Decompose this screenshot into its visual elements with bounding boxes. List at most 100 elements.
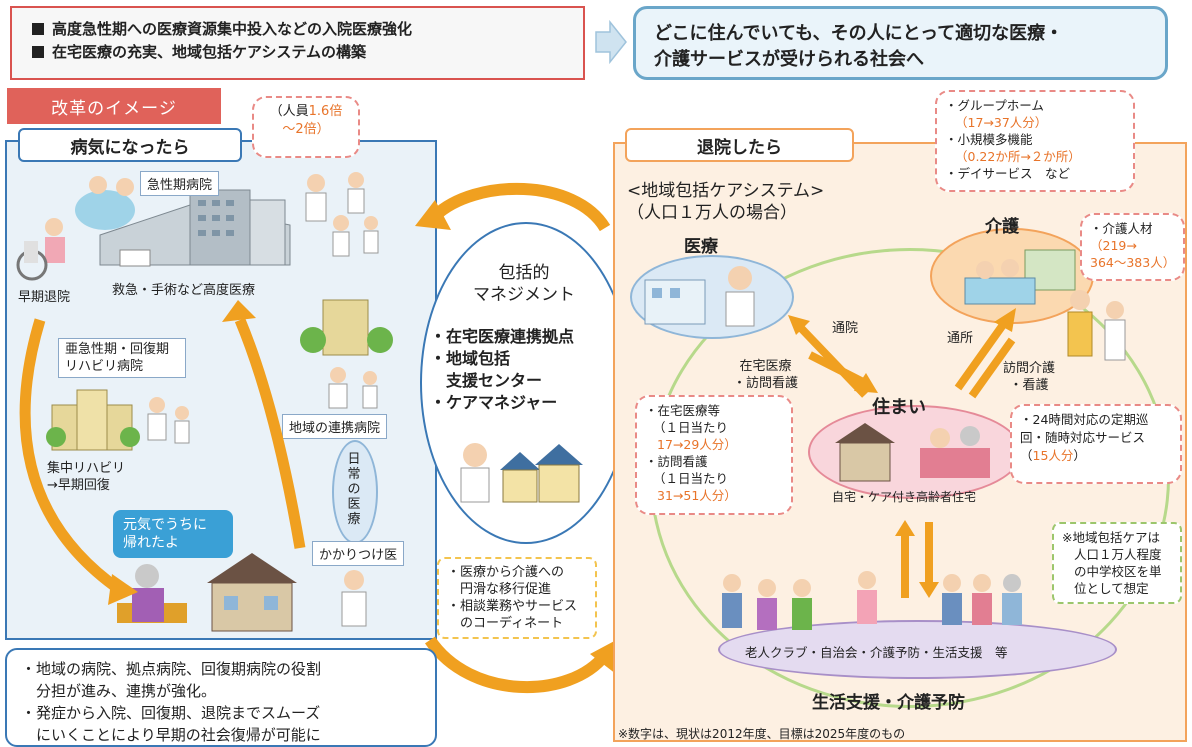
area-note: ※地域包括ケアは 人口１万人程度 の中学校区を単 位として想定: [1052, 522, 1182, 604]
summary-line-2: 分担が進み、連携が強化。: [21, 682, 217, 700]
care-facility-icon: [964, 249, 1076, 305]
summary-line-1: ・地域の病院、拠点病院、回復期病院の役割: [21, 660, 322, 678]
daily-care-oval: [332, 440, 378, 544]
medical-housing-arrows: [788, 315, 878, 398]
subacute-line-2: リハビリ病院: [65, 359, 144, 374]
care-staff-value-1: （219→: [1090, 238, 1137, 253]
management-item-3: 支援センター: [430, 371, 543, 390]
system-title-1: <地域包括ケアシステム>: [627, 181, 825, 201]
area-note-3: の中学校区を単: [1074, 564, 1162, 579]
subacute-line-1: 亜急性期・回復期: [65, 342, 170, 357]
rehab-hospital-illustration: [46, 389, 190, 451]
rehab-line-1: 集中リハビリ: [47, 461, 126, 476]
staff-ratio-prefix: （人員: [269, 104, 309, 119]
h24-post: ）: [1073, 448, 1086, 463]
home-med-l4: ・訪問看護: [645, 454, 708, 469]
housing-family-icon: [835, 423, 990, 482]
care-staff-callout: ・介護人材 （219→ 364～383人）: [1080, 213, 1185, 281]
home-med-l2: （１日当たり: [653, 420, 729, 435]
community-hospital-label: 地域の連携病院: [282, 414, 388, 439]
policy-banner: 高度急性期への医療資源集中投入などの入院医療強化 在宅医療の充実、地域包括ケアシ…: [10, 6, 585, 80]
speech-line-1: 元気でうちに: [123, 517, 207, 533]
policy-line-1: 高度急性期への医療資源集中投入などの入院医療強化: [52, 20, 413, 38]
management-item-1: ・在宅医療連携拠点: [430, 327, 575, 346]
community-people-icon: [722, 571, 1022, 630]
home-medical-line-1: 在宅医療: [739, 359, 792, 374]
management-item-4: ・ケアマネジャー: [430, 393, 558, 412]
policy-line-2: 在宅医療の充実、地域包括ケアシステムの構築: [52, 43, 366, 61]
bullet-square-icon: [32, 46, 44, 58]
goal-line-1: どこに住んでいても、その人にとって適切な医療・: [654, 23, 1064, 44]
management-title-1: 包括的: [498, 263, 550, 283]
small-multi-label: ・小規模多機能: [945, 132, 1033, 147]
goal-banner: どこに住んでいても、その人にとって適切な医療・ 介護サービスが受けられる社会へ: [633, 6, 1168, 80]
left-panel-title: 病気になったら: [18, 128, 242, 162]
community-hospital-illustration: [300, 299, 393, 409]
left-flow-arrows: [19, 300, 306, 605]
rehab-label: 集中リハビリ →早期回復: [47, 460, 125, 494]
system-title: <地域包括ケアシステム> （人口１万人の場合）: [627, 180, 824, 224]
acute-hospital-illustration: [75, 176, 291, 267]
clubs-label: 老人クラブ・自治会・介護予防・生活支援 等: [745, 645, 1008, 660]
family-doctor-icon: [341, 570, 367, 627]
outpatient-label: 通所: [947, 331, 974, 346]
system-title-2: （人口１万人の場合）: [627, 203, 797, 223]
staff-ratio-line2: ～2倍）: [282, 122, 330, 137]
top-curve-arrow: [415, 182, 611, 232]
transition-note-3: ・相談業務やサービス: [447, 599, 578, 614]
goal-line-2: 介護サービスが受けられる社会へ: [654, 49, 924, 70]
staff-ratio-callout: （人員1.6倍 ～2倍）: [252, 96, 360, 158]
home-care-label: 訪問介護 ・看護: [1003, 360, 1055, 394]
staff-ratio-value: 1.6倍: [308, 104, 343, 119]
care-staff-label: ・介護人材: [1090, 221, 1153, 236]
housing-label: 住まい: [872, 397, 926, 418]
area-note-4: 位として想定: [1074, 581, 1149, 596]
small-multi-value: （0.22か所→２か所）: [955, 149, 1081, 164]
transition-note: ・医療から介護への 円滑な移行促進 ・相談業務やサービス のコーディネート: [437, 557, 597, 639]
care-label: 介護: [985, 217, 1019, 237]
medical-label: 医療: [684, 237, 718, 257]
area-note-2: 人口１万人程度: [1074, 547, 1162, 562]
recovered-speech-bubble: 元気でうちに 帰れたよ: [113, 510, 233, 558]
area-note-1: ※地域包括ケアは: [1062, 530, 1160, 545]
home-med-l1: ・在宅医療等: [645, 403, 721, 418]
clinic-doctor-icon: [644, 266, 755, 327]
life-support-label: 生活支援・介護予防: [812, 693, 965, 713]
home-care-line-1: 訪問介護: [1003, 361, 1056, 376]
rehab-line-2: →早期回復: [47, 478, 110, 493]
care-manager-town-illustration: [460, 443, 583, 503]
doctor-group-icon: [305, 172, 379, 257]
housing-caption: 自宅・ケア付き高齢者住宅: [832, 490, 977, 504]
group-home-value: （17→37人分）: [955, 115, 1048, 130]
h24-pre: （: [1020, 448, 1033, 463]
elder-home-illustration: [117, 553, 297, 632]
footnote: ※数字は、現状は2012年度、目標は2025年度のもの: [618, 727, 906, 741]
right-panel-title: 退院したら: [625, 128, 854, 162]
h24-line-2: 回・随時対応サービス: [1020, 430, 1146, 445]
management-title: 包括的 マネジメント: [420, 262, 628, 306]
management-items: ・在宅医療連携拠点 ・地域包括 支援センター ・ケアマネジャー: [430, 326, 574, 414]
family-doctor-label: かかりつけ医: [312, 541, 405, 566]
acute-hospital-label: 急性期病院: [140, 171, 220, 196]
home-med-l6: 31→51人分）: [657, 488, 737, 503]
h24-value: 15人分: [1032, 448, 1074, 463]
early-discharge-label: 早期退院: [18, 290, 71, 305]
day-service-label: ・デイサービス など: [945, 166, 1071, 181]
reform-image-tag: 改革のイメージ: [7, 88, 221, 124]
housing-community-arrows: [895, 520, 939, 598]
home-med-l5: （１日当たり: [653, 471, 729, 486]
home-care-line-2: ・看護: [1009, 378, 1049, 393]
subacute-hospital-label: 亜急性期・回復期 リハビリ病院: [58, 338, 186, 378]
care-worker-icon: [1067, 290, 1126, 361]
care-services-callout: ・グループホーム （17→37人分） ・小規模多機能 （0.22か所→２か所） …: [935, 90, 1135, 192]
home-med-l3: 17→29人分）: [657, 437, 737, 452]
transition-note-1: ・医療から介護への: [447, 565, 565, 580]
visit-label: 通院: [832, 321, 859, 336]
wheelchair-patient-icon: [16, 218, 65, 281]
care-housing-arrows: [954, 308, 1016, 399]
group-home-label: ・グループホーム: [945, 98, 1044, 113]
home-medical-label: 在宅医療 ・訪問看護: [733, 358, 798, 392]
acute-caption: 救急・手術など高度医療: [112, 283, 256, 298]
transition-note-2: 円滑な移行促進: [447, 582, 552, 597]
bottom-curve-arrow: [425, 636, 620, 693]
